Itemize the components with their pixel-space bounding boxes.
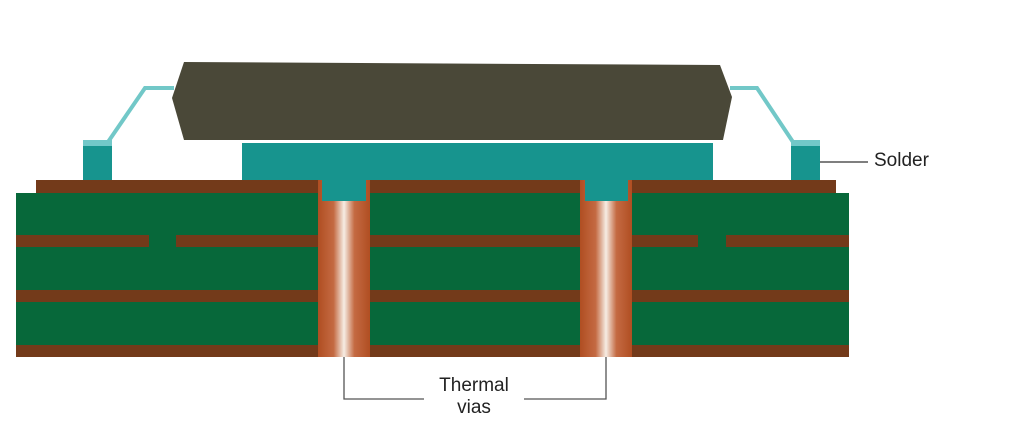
thermal-vias-leader-right xyxy=(524,357,607,400)
thermal-vias-leader-left xyxy=(343,357,424,400)
via-solder-fill-right xyxy=(585,178,628,201)
inner-copper-layer-2 xyxy=(16,290,849,302)
thermal-vias-label-line1: Thermal xyxy=(439,375,509,396)
pcb-board xyxy=(16,193,849,357)
bottom-copper-layer xyxy=(16,345,849,357)
top-copper-layer xyxy=(36,180,836,193)
thermal-pad-solder xyxy=(242,143,713,181)
via-solder-fill-left xyxy=(322,178,366,201)
inner-copper-layer-1c xyxy=(726,235,849,247)
right-solder-pad xyxy=(791,146,820,181)
thermal-vias-label-line2: vias xyxy=(457,397,491,418)
left-solder-pad xyxy=(83,146,112,181)
left-lead xyxy=(106,86,174,144)
inner-copper-layer-1b xyxy=(176,235,698,247)
left-lead-foot xyxy=(83,140,112,146)
chip-package xyxy=(172,62,732,140)
thermal-via-right xyxy=(580,180,632,357)
solder-label: Solder xyxy=(874,150,929,171)
thermal-via-left xyxy=(318,180,370,357)
right-lead xyxy=(730,86,795,144)
inner-copper-layer-1a xyxy=(16,235,149,247)
right-lead-foot xyxy=(791,140,820,146)
